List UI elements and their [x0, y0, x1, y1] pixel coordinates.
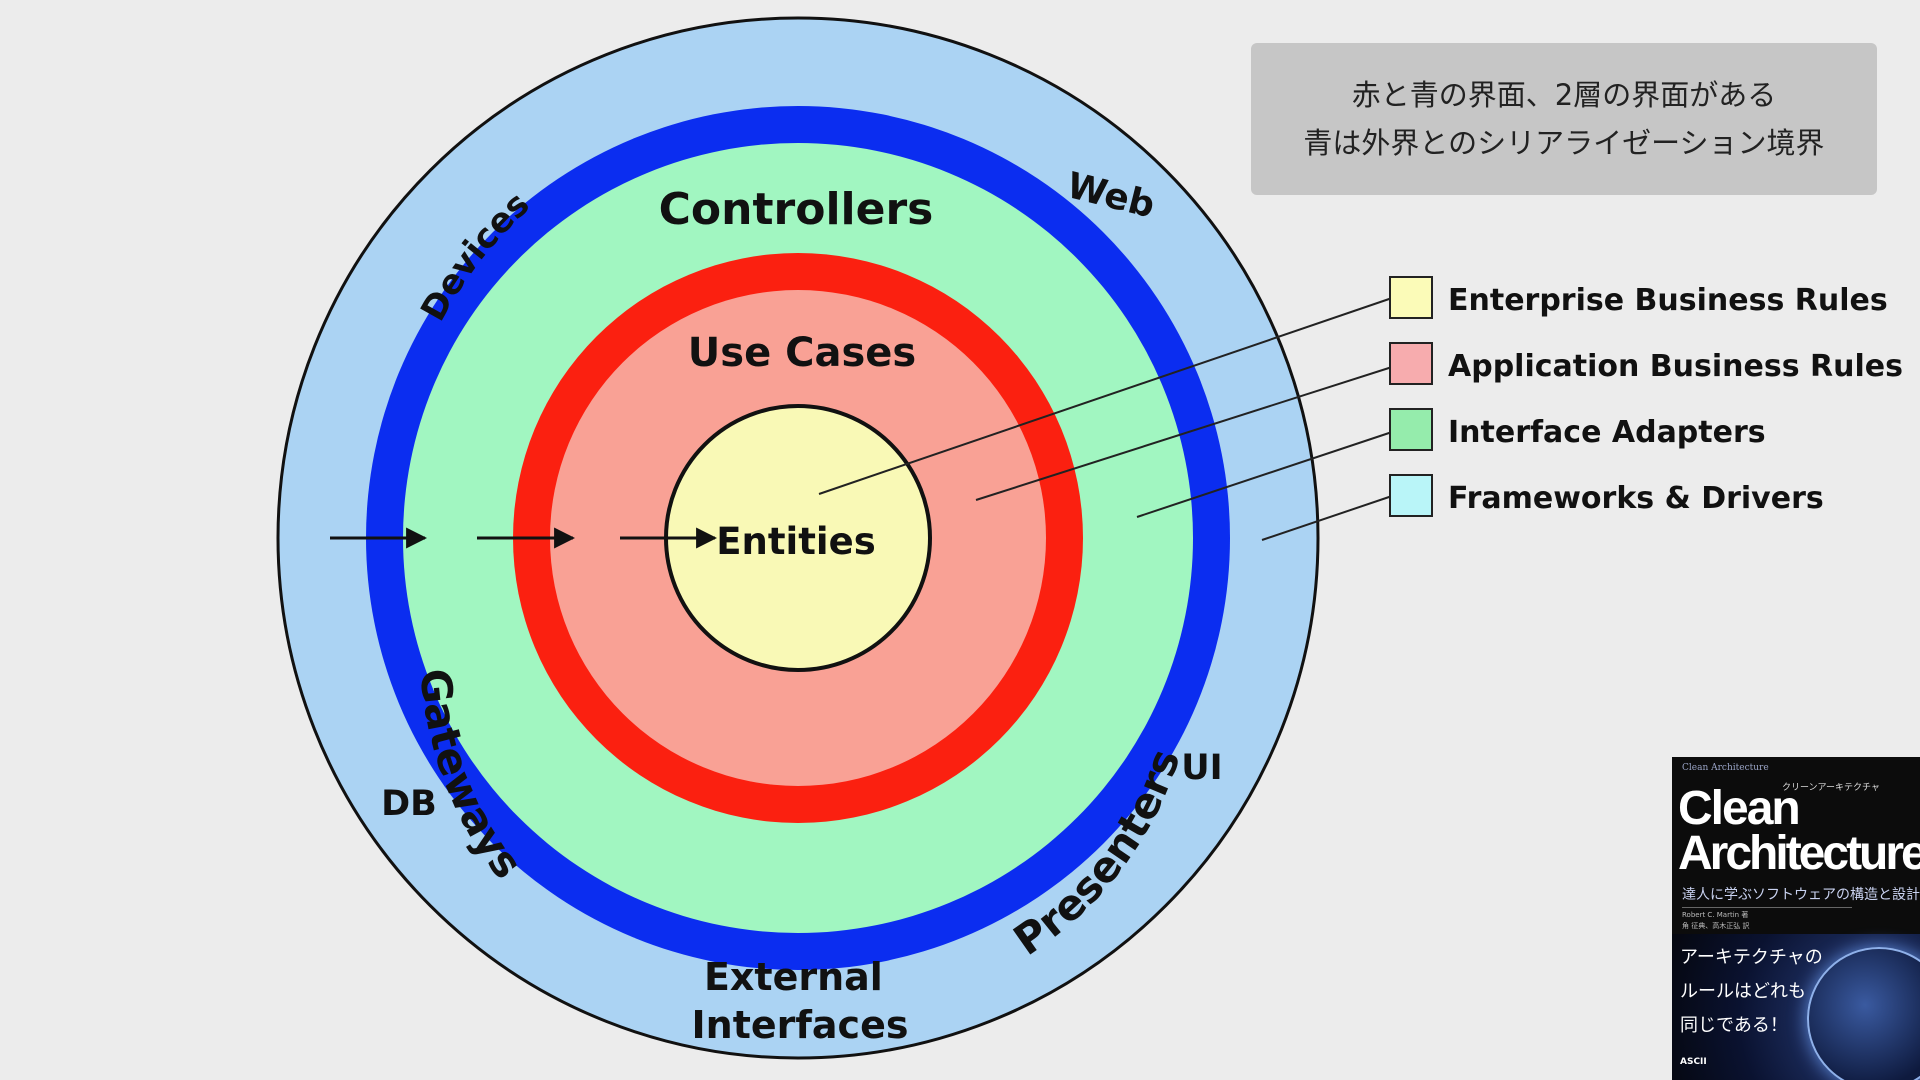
book-divider	[1682, 907, 1852, 908]
legend-label-enterprise: Enterprise Business Rules	[1448, 283, 1888, 318]
annotation-note: 赤と青の界面、2層の界面がある 青は外界とのシリアライゼーション境界	[1251, 43, 1877, 195]
book-title-line-2: Architecture	[1678, 827, 1920, 880]
book-translators: 角 征典、高木正弘 訳	[1682, 922, 1750, 930]
note-line-1: 赤と青の界面、2層の界面がある	[1351, 78, 1777, 112]
leader-line-adapters	[1136, 431, 1393, 518]
book-tagline-line-2: ルールはどれも	[1680, 981, 1806, 1002]
book-series: Clean Architecture	[1682, 763, 1769, 773]
legend-swatch-enterprise	[1389, 276, 1433, 319]
leader-line-use-cases	[975, 366, 1393, 501]
legend-leader-lines	[818, 297, 1393, 541]
legend-swatch-application	[1389, 342, 1433, 385]
leader-line-entities	[818, 297, 1393, 495]
legend-swatch-adapters	[1389, 408, 1433, 451]
label-ui: UI	[1181, 748, 1222, 788]
label-db: DB	[381, 784, 437, 824]
label-controllers: Controllers	[659, 184, 934, 235]
legend-label-frameworks: Frameworks & Drivers	[1448, 481, 1824, 516]
leader-line-frameworks	[1261, 495, 1393, 541]
book-title-line-1: Clean	[1678, 782, 1801, 835]
book-tagline: アーキテクチャの ルールはどれも 同じである！	[1680, 941, 1823, 1043]
legend-label-application: Application Business Rules	[1448, 349, 1903, 384]
label-entities: Entities	[716, 520, 875, 563]
legend-swatch-frameworks	[1389, 474, 1433, 517]
book-subtitle: 達人に学ぶソフトウェアの構造と設計	[1682, 887, 1920, 903]
legend-label-adapters: Interface Adapters	[1448, 415, 1766, 450]
book-ruby: クリーンアーキテクチャ	[1782, 783, 1880, 793]
legend: Enterprise Business Rules Application Bu…	[1389, 276, 1903, 517]
note-line-2: 青は外界とのシリアライゼーション境界	[1303, 126, 1825, 160]
book-credits: Robert C. Martin 著 角 征典、高木正弘 訳	[1682, 910, 1749, 932]
label-use-cases: Use Cases	[688, 330, 916, 376]
book-publisher-logo: ASCII	[1680, 1057, 1707, 1067]
book-author: Robert C. Martin 著	[1682, 911, 1749, 919]
book-cover: Clean Architecture Clean クリーンアーキテクチャ Arc…	[1672, 757, 1920, 1080]
book-planet-art	[1807, 947, 1920, 1080]
book-tagline-line-3: 同じである！	[1680, 1015, 1788, 1036]
label-external-interfaces: External Interfaces	[692, 955, 909, 1047]
book-tagline-line-1: アーキテクチャの	[1680, 947, 1823, 968]
